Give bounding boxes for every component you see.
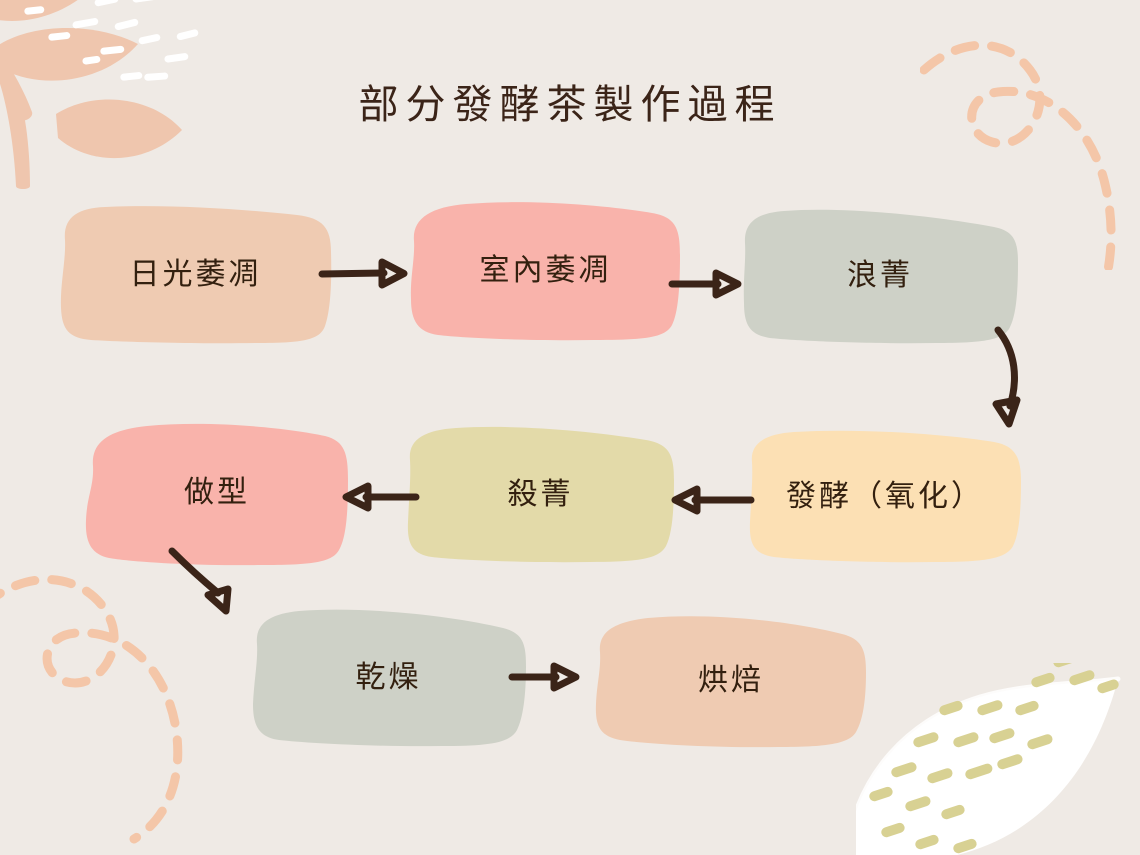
node-shape xyxy=(749,430,1021,563)
node-shape xyxy=(407,426,674,563)
flow-node-fixation[interactable]: 殺菁 xyxy=(404,424,677,565)
flow-node-label: 日光萎凋 xyxy=(129,257,262,291)
white-leaf-icon xyxy=(856,663,1121,855)
flow-arrow-left-icon xyxy=(671,485,755,515)
flow-node-label: 浪菁 xyxy=(847,258,913,292)
flow-node-label: 乾燥 xyxy=(355,660,422,694)
node-shape xyxy=(60,206,332,344)
flow-node-sun-withering[interactable]: 日光萎凋 xyxy=(57,204,334,345)
node-shape xyxy=(595,616,866,748)
flow-node-fermentation[interactable]: 發酵（氧化） xyxy=(746,428,1024,565)
flow-node-label: 發酵（氧化） xyxy=(786,479,984,513)
dashed-swirl-icon xyxy=(0,575,183,844)
node-shape xyxy=(743,209,1018,344)
node-shape xyxy=(253,609,526,747)
flow-node-label: 烘焙 xyxy=(698,663,764,697)
flow-node-label: 殺菁 xyxy=(507,477,574,511)
flow-node-drying[interactable]: 乾燥 xyxy=(249,606,528,749)
flow-node-shaping[interactable]: 做型 xyxy=(83,420,351,566)
page-title: 部分發酵茶製作過程 xyxy=(358,82,782,127)
flow-node-roasting[interactable]: 烘焙 xyxy=(592,612,870,749)
flow-node-indoor-withering[interactable]: 室內萎凋 xyxy=(408,199,683,342)
flow-node-label: 室內萎凋 xyxy=(479,253,612,287)
flow-node-tossing[interactable]: 浪菁 xyxy=(740,205,1020,346)
flow-node-label: 做型 xyxy=(184,476,250,509)
node-shape xyxy=(85,423,348,566)
node-shape xyxy=(410,202,680,341)
